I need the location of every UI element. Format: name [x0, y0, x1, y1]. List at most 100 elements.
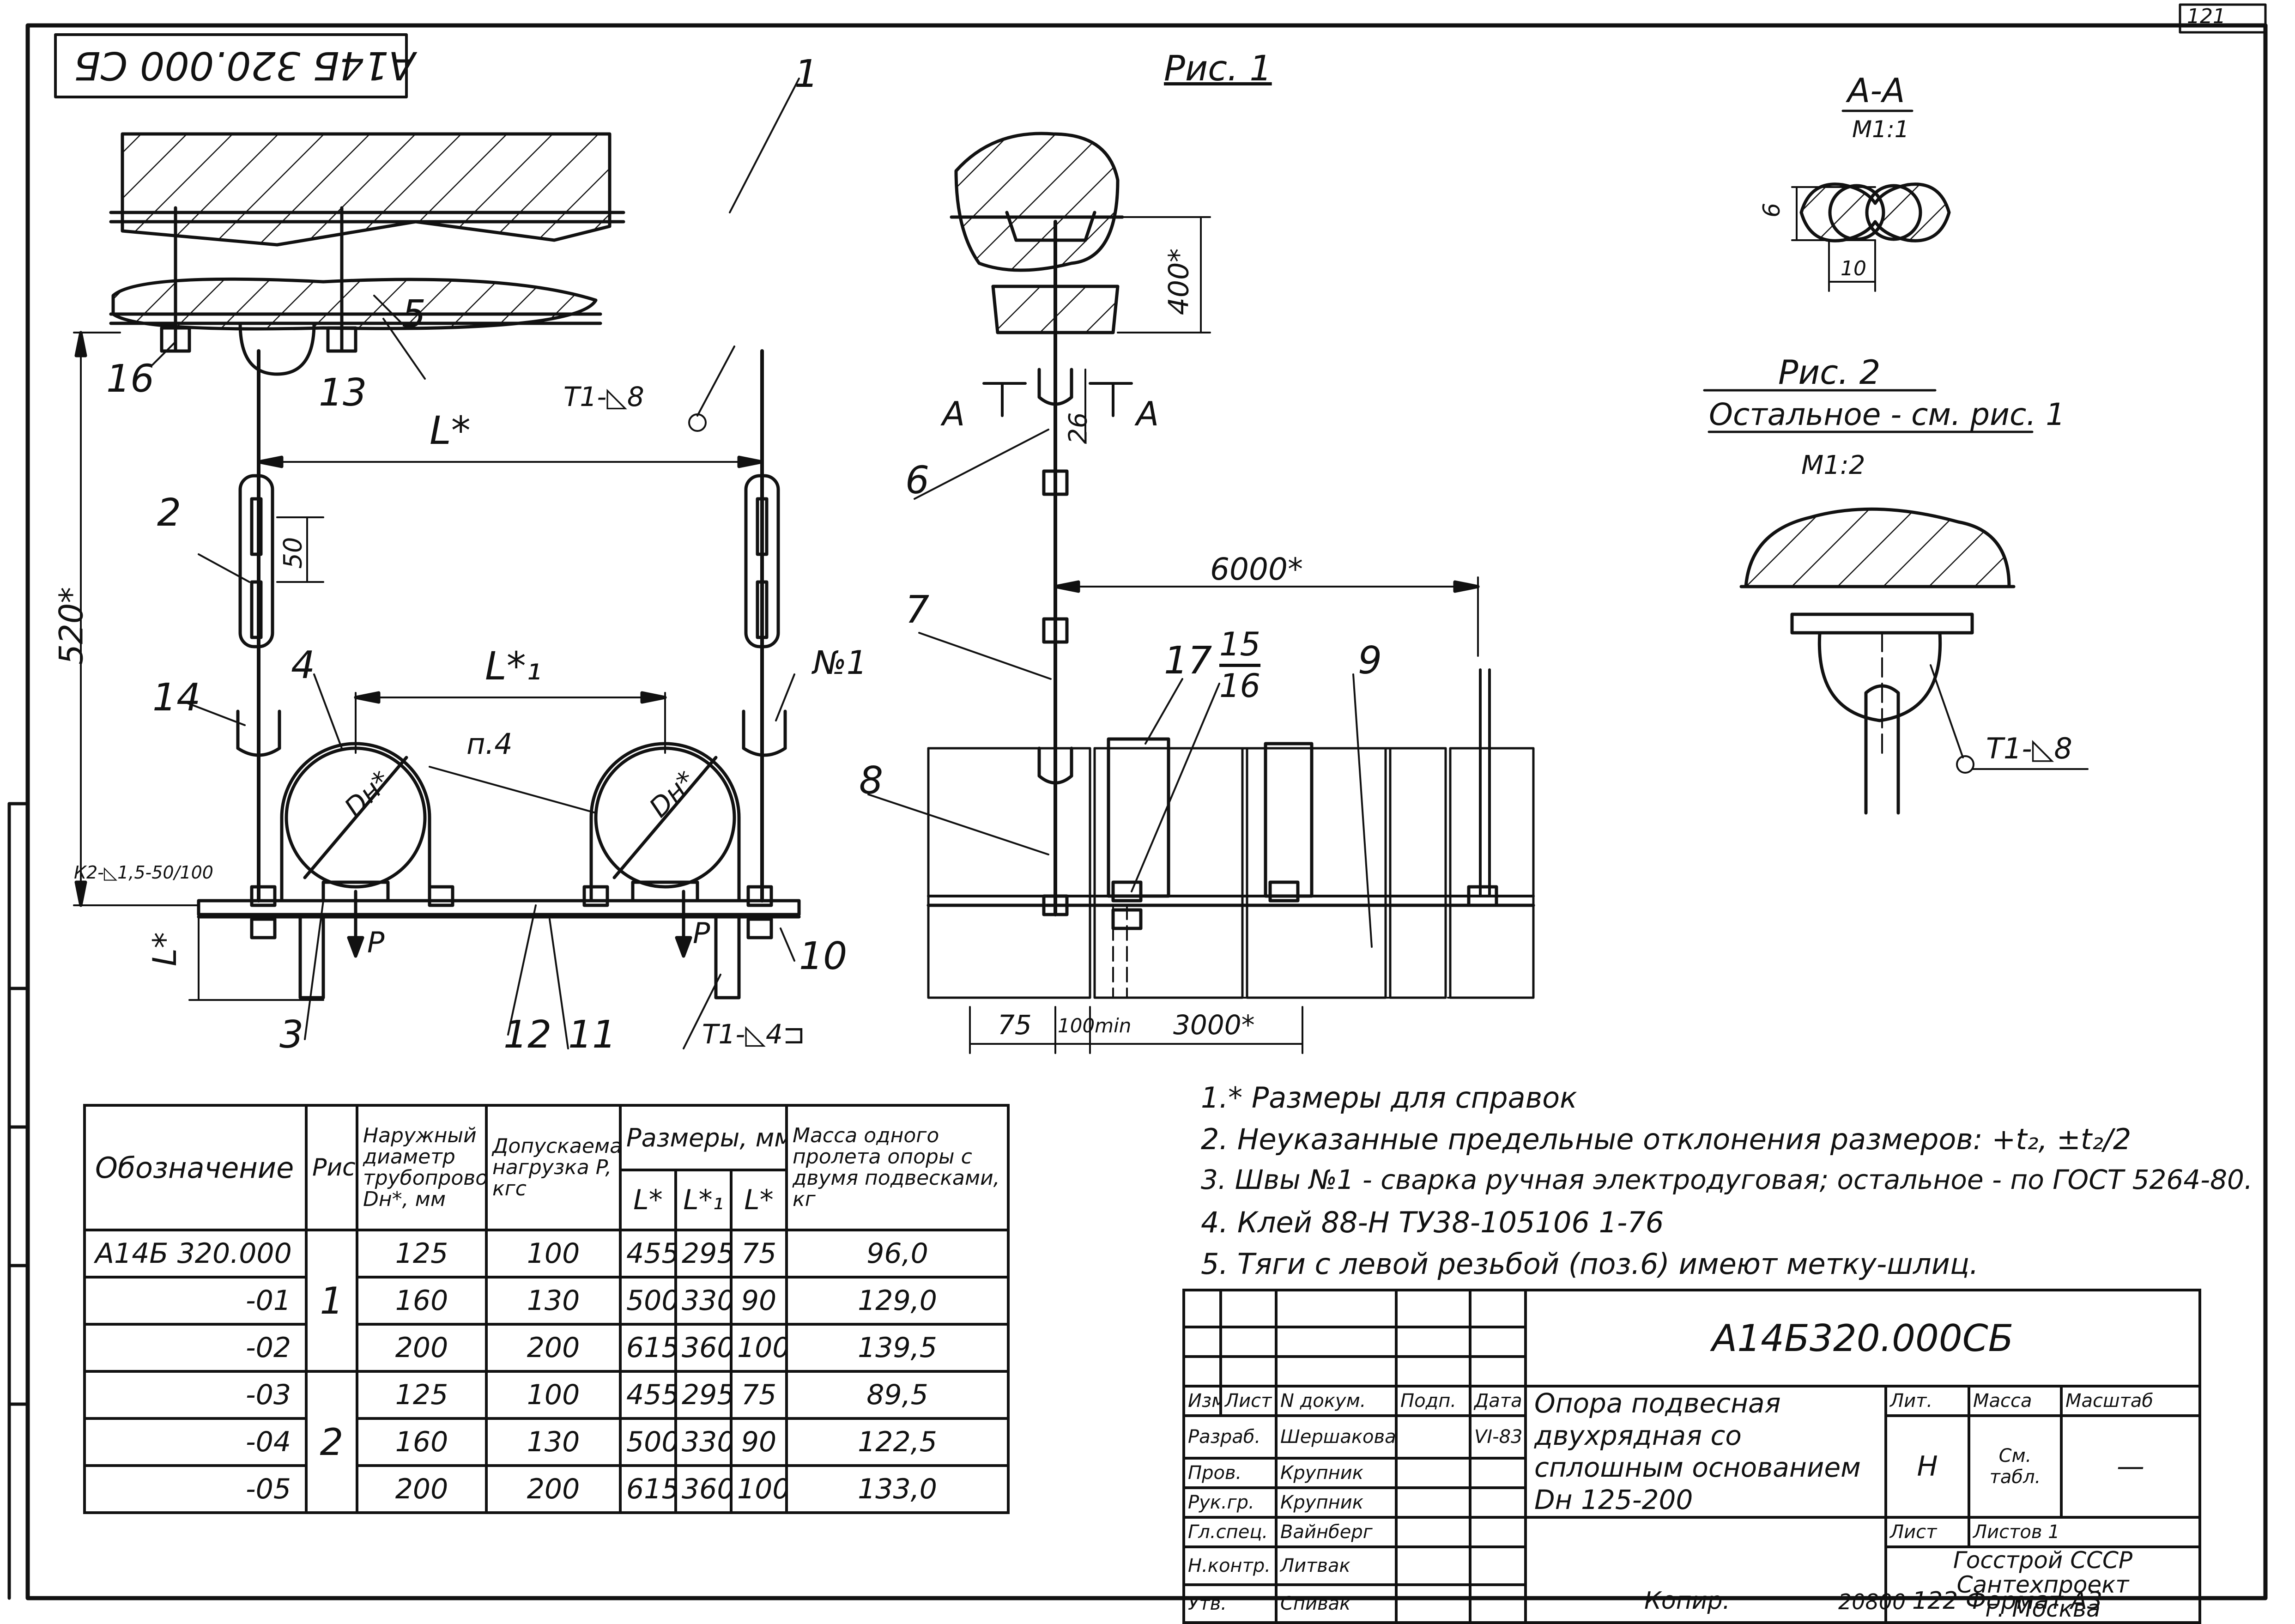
scale-value: —	[2059, 1414, 2202, 1519]
cell-p: 200	[485, 1464, 622, 1514]
spec-table: Обозначение Рис. Наружный диаметр трубоп…	[83, 1104, 1010, 1514]
cell-p: 100	[485, 1370, 622, 1420]
cell-L: 500	[619, 1417, 677, 1467]
org-line-2: Сантехпроект	[1956, 1571, 2129, 1598]
page-number: 121	[2187, 5, 2226, 28]
cell-dn: 125	[356, 1229, 488, 1279]
role: Н.контр.	[1182, 1545, 1278, 1587]
table-row: -03 2 125 100 455 295 75 89,5	[83, 1370, 1010, 1514]
row-designation: -03	[83, 1370, 308, 1420]
col-fig: Рис.	[305, 1104, 358, 1231]
stamp-box	[54, 33, 408, 98]
cell-Lv: 100	[730, 1464, 788, 1514]
format-label: 122 Формат А3	[1912, 1587, 2102, 1615]
leader-11: 11	[568, 1013, 617, 1057]
fig2-title: Рис. 2	[1778, 353, 1881, 392]
fig1-title: Рис. 1	[1164, 48, 1272, 89]
leader-13: 13	[319, 371, 367, 415]
cell-p: 200	[485, 1323, 622, 1373]
cell-L: 615	[619, 1323, 677, 1373]
role-date	[1469, 1583, 1527, 1624]
role-name: Крупник	[1275, 1486, 1398, 1519]
cell-mass: 133,0	[785, 1464, 1010, 1514]
role-date: VI-83	[1469, 1414, 1527, 1460]
cell-mass: 139,5	[785, 1323, 1010, 1373]
leader-15: 15	[1219, 625, 1261, 663]
section-aa-title: А-А	[1847, 71, 1905, 110]
cell-mass: 89,5	[785, 1370, 1010, 1420]
cell-dn: 200	[356, 1323, 488, 1373]
dim-6000: 6000*	[1210, 551, 1303, 587]
role-name: Крупник	[1275, 1457, 1398, 1490]
leader-10: 10	[799, 934, 848, 978]
dim-100min: 100min	[1058, 1014, 1132, 1037]
note-1: 1.* Размеры для справок	[1201, 1081, 1577, 1115]
weld-t1-4: Т1-◺4⊐	[702, 1018, 805, 1050]
row-designation: А14Б 320.000	[83, 1229, 308, 1279]
col-izm: Изм	[1182, 1385, 1222, 1417]
dim-26: 26	[1063, 412, 1093, 444]
org-block: Госстрой СССР Сантехпроект г. Москва	[1884, 1545, 2202, 1624]
lit-value: Н	[1884, 1414, 1970, 1519]
sheets-label: Листов 1	[1967, 1516, 2202, 1549]
section-aa-view	[1791, 109, 1951, 292]
leader-4: 4	[291, 643, 315, 687]
role: Пров.	[1182, 1457, 1278, 1490]
slab-side	[954, 132, 1120, 272]
role-sign	[1395, 1545, 1471, 1587]
role-date	[1469, 1486, 1527, 1519]
col-ndok: N докум.	[1275, 1385, 1398, 1417]
leader-3: 3	[279, 1013, 304, 1057]
scale-label: Масштаб	[2059, 1385, 2202, 1417]
cell-L1: 330	[674, 1417, 733, 1467]
slab-left	[121, 132, 612, 247]
section-mark-a-right: А	[1136, 394, 1159, 433]
mass-value: См. табл.	[1968, 1414, 2063, 1519]
role-date	[1469, 1545, 1527, 1587]
cell-L: 500	[619, 1276, 677, 1326]
section-aa-scale: М1:1	[1852, 116, 1909, 143]
cell-L1: 330	[674, 1276, 733, 1326]
cell-L: 615	[619, 1464, 677, 1514]
role-date	[1469, 1516, 1527, 1549]
fig2-subtitle: Остальное - см. рис. 1	[1709, 397, 2065, 432]
leader-16: 16	[106, 357, 155, 401]
fig1-side-view	[867, 132, 1535, 1054]
leader-17: 17	[1164, 639, 1212, 683]
role-sign	[1395, 1457, 1471, 1490]
leader-2: 2	[157, 491, 182, 535]
weld-no1: №1	[813, 644, 867, 682]
dim-L: L*	[430, 408, 471, 453]
table-row: -01 160 130 500 330 90 129,0	[83, 1276, 1010, 1326]
row-designation: -01	[83, 1276, 308, 1326]
title-code: А14Б320.000СБ	[1524, 1289, 2202, 1388]
col-L1: L*₁	[674, 1169, 733, 1231]
mass-label: Масса	[1968, 1385, 2063, 1417]
role-date	[1469, 1457, 1527, 1490]
cell-mass: 122,5	[785, 1417, 1010, 1467]
col-sizes: Размеры, мм	[619, 1104, 788, 1171]
note-3: 3. Швы №1 - сварка ручная электродуговая…	[1201, 1164, 2253, 1195]
base-beam	[197, 899, 801, 916]
dim-520: 520*	[52, 587, 91, 665]
row-designation: -05	[83, 1464, 308, 1514]
note-5: 5. Тяги с левой резьбой (поз.6) имеют ме…	[1201, 1247, 1979, 1281]
cell-dn: 160	[356, 1276, 488, 1326]
cell-dn: 125	[356, 1370, 488, 1420]
role: Утв.	[1182, 1583, 1278, 1624]
dim-3000: 3000*	[1173, 1009, 1255, 1041]
sheet-label: Лист	[1884, 1516, 1970, 1549]
col-mass: Масса одного пролета опоры с двумя подве…	[785, 1104, 1010, 1231]
leader-16-side: 16	[1219, 667, 1261, 705]
cell-p: 130	[485, 1276, 622, 1326]
cell-mass: 96,0	[785, 1229, 1010, 1279]
note-2: 2. Неуказанные предельные отклонения раз…	[1201, 1122, 2132, 1156]
row-designation: -02	[83, 1323, 308, 1373]
title-name: Опора подвесная двухрядная со сплошным о…	[1524, 1384, 1887, 1519]
col-designation: Обозначение	[83, 1104, 308, 1231]
col-L: L*	[619, 1169, 677, 1231]
table-row: -05 200 200 615 360 100 133,0	[83, 1464, 1010, 1514]
role-sign	[1395, 1414, 1471, 1460]
dim-L1: L*₁	[485, 643, 542, 689]
